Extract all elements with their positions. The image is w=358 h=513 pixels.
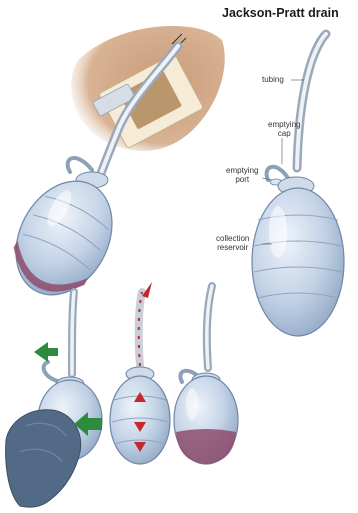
label-tubing-text: tubing	[262, 75, 284, 84]
diagram-title: Jackson-Pratt drain	[222, 6, 339, 20]
label-emptying-port-line2: port	[226, 175, 258, 184]
label-emptying-cap-line2: cap	[268, 129, 300, 138]
label-tubing: tubing	[262, 75, 284, 84]
glove	[6, 410, 81, 507]
step-compress-group	[110, 282, 170, 464]
step-collected-group	[174, 286, 238, 464]
collection-reservoir	[252, 188, 344, 336]
label-collection-reservoir-line1: collection	[216, 234, 249, 243]
label-emptying-port: emptying port	[226, 166, 258, 184]
wound-site-group	[0, 26, 225, 312]
cap-loop-1	[68, 158, 92, 172]
bulb-1	[0, 164, 131, 311]
label-emptying-port-line1: emptying	[226, 166, 258, 175]
green-arrow-cap	[34, 342, 58, 362]
step-squeeze-group	[6, 292, 102, 507]
label-collection-reservoir-line2: reservoir	[216, 243, 249, 252]
label-emptying-cap-line1: emptying	[268, 120, 300, 129]
fluid-step3	[176, 429, 236, 464]
emptying-cap-loop	[267, 167, 288, 180]
label-emptying-cap: emptying cap	[268, 120, 300, 138]
label-collection-reservoir: collection reservoir	[216, 234, 249, 252]
